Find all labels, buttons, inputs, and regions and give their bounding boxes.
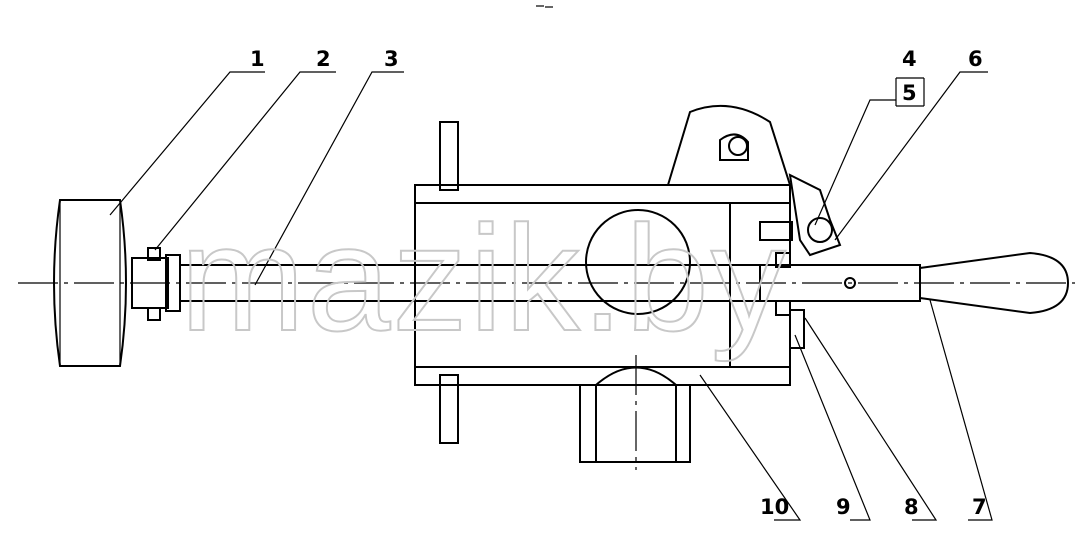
callout-1: 1: [250, 47, 265, 71]
callout-8: 8: [904, 495, 919, 519]
callout-7: 7: [972, 495, 987, 519]
flange-plates: [439, 121, 459, 444]
callout-10: 10: [760, 495, 789, 519]
callout-3: 3: [384, 47, 399, 71]
callout-6: 6: [968, 47, 983, 71]
body-part-10: [414, 184, 793, 386]
seal-assembly: [775, 173, 856, 349]
pin-part-2: [147, 247, 161, 261]
handle-part-7: [919, 251, 1070, 315]
callout-labels: 1 2 3 4 5 6 7 8 9 10: [250, 47, 987, 519]
leader-lines: [109, 71, 993, 521]
callout-2: 2: [316, 47, 331, 71]
bracket: [666, 104, 792, 186]
callout-5: 5: [902, 81, 917, 105]
callout-9: 9: [836, 495, 851, 519]
watermark-text: mazik.by: [180, 194, 788, 362]
outlet-pipe: [579, 355, 691, 470]
callout-4: 4: [902, 47, 917, 71]
